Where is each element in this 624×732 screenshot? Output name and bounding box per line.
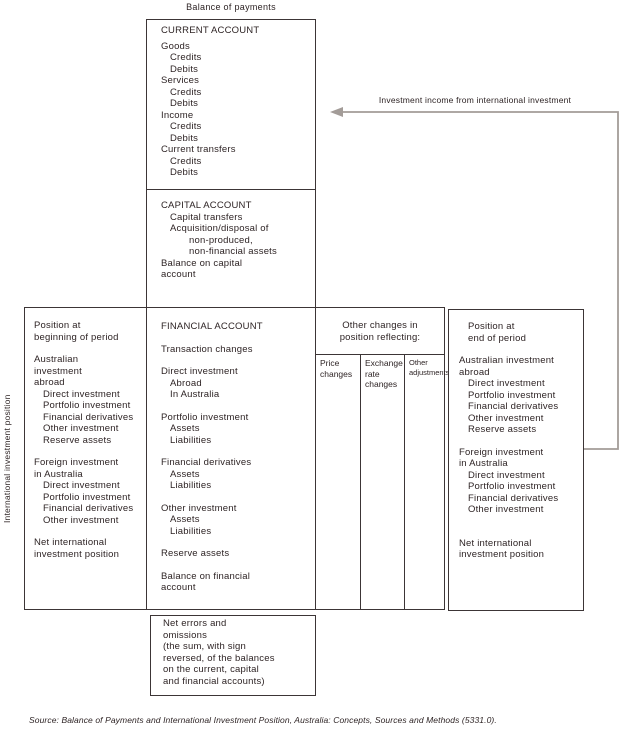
list-item: Assets [170,468,200,480]
list-item: Net international [34,537,107,548]
list-item: Position at [468,321,515,332]
list-item: Capital transfers [170,211,243,223]
list-item: Goods [161,40,190,52]
list-item: Net errors and [163,618,227,629]
arrow-label: Investment income from international inv… [378,95,572,105]
list-item: reversed, of the balances [163,652,275,664]
list-item: Balance on capital [161,257,243,269]
list-item: Other investment [468,412,544,424]
exchange-rate-changes-column: Exchange rate changes [360,355,404,609]
list-item: Income [161,109,194,121]
list-item: Direct investment [468,378,545,389]
list-item: Assets [170,423,200,434]
list-item: Australian investment [459,355,555,366]
list-item: Reserve assets [43,434,112,446]
list-item: and financial accounts) [163,675,265,687]
price-changes-column: Price changes [320,358,353,379]
list-item: Liabilities [170,480,212,491]
list-item: abroad [459,366,490,378]
list-item: end of period [468,332,527,344]
list-item: In Australia [170,389,220,400]
list-item: Financial derivatives [468,492,559,504]
list-item: in Australia [34,468,83,480]
other-adjustments-column: Other adjustments [404,355,449,609]
list-item: Portfolio investment [43,491,131,503]
list-item: Other investment [43,423,119,434]
list-item: Reserve assets [468,424,537,435]
list-item: Debits [170,98,199,109]
list-item: Abroad [170,377,202,389]
list-item: beginning of period [34,331,119,343]
list-item: Direct investment [43,480,120,491]
list-item: CAPITAL ACCOUNT [161,200,252,211]
list-item: Direct investment [468,469,545,481]
list-item: Foreign investment [34,457,119,468]
list-item: Assets [170,514,200,525]
list-item: CURRENT ACCOUNT [161,25,260,36]
arrowhead-left-icon [330,107,343,117]
other-changes-columns: Price changes Exchange rate changes Othe… [316,354,449,609]
other-changes-box: Other changes in position reflecting: Pr… [315,307,449,610]
list-item: investment position [459,549,545,560]
list-item: account [161,269,196,280]
list-item: Credits [170,86,202,98]
source-note: Source: Balance of Payments and Internat… [29,715,497,725]
list-item: investment position [34,548,120,560]
list-item: Other investment [468,504,544,515]
list-item: Australian [34,354,79,365]
list-item: Portfolio investment [468,481,556,492]
list-item: Credits [170,155,202,167]
list-item: Current transfers [161,144,236,155]
list-item: Reserve assets [161,548,230,559]
list-item: Portfolio investment [161,411,249,423]
list-item: Credits [170,121,202,132]
list-item: (the sum, with sign [163,641,246,652]
list-item: FINANCIAL ACCOUNT [161,321,263,332]
international-investment-position-label: International investment position [2,394,12,523]
list-item: Debits [170,167,199,178]
list-item: Liabilities [170,434,212,446]
list-item: Financial derivatives [43,411,134,423]
list-item: Portfolio investment [468,389,556,401]
list-item: Financial derivatives [43,503,134,514]
list-item: Other investment [43,514,119,526]
list-item: Foreign investment [459,446,544,458]
list-item: omissions [163,629,208,641]
list-item: Debits [170,132,199,144]
list-item: Direct investment [161,366,238,377]
list-item: investment [34,365,82,377]
list-item: Financial derivatives [161,457,252,468]
list-item: Net international [459,537,532,549]
list-item: Liabilities [170,525,212,537]
list-item: Balance on financial [161,570,251,582]
other-changes-header-line2: position reflecting: [339,331,421,343]
other-changes-header: Other changes in position reflecting: [316,308,444,354]
list-item: Acquisition/disposal of [170,223,269,234]
list-item: Portfolio investment [43,400,131,411]
list-item: Position at [34,320,81,331]
list-item: non-financial assets [189,246,277,257]
other-changes-header-line1: Other changes in [342,320,418,331]
list-item: abroad [34,377,65,388]
list-item: Services [161,75,200,86]
list-item: Transaction changes [161,343,253,355]
list-item: Other investment [161,502,237,514]
list-item: Credits [170,52,202,63]
list-item: on the current, capital [163,664,259,675]
list-item: Debits [170,63,199,75]
diagram-title: Balance of payments [186,2,276,12]
list-item: in Australia [459,458,508,469]
list-item: Financial derivatives [468,401,559,412]
list-item: non-produced, [189,234,253,246]
list-item: account [161,582,196,593]
list-item: Direct investment [43,388,120,400]
